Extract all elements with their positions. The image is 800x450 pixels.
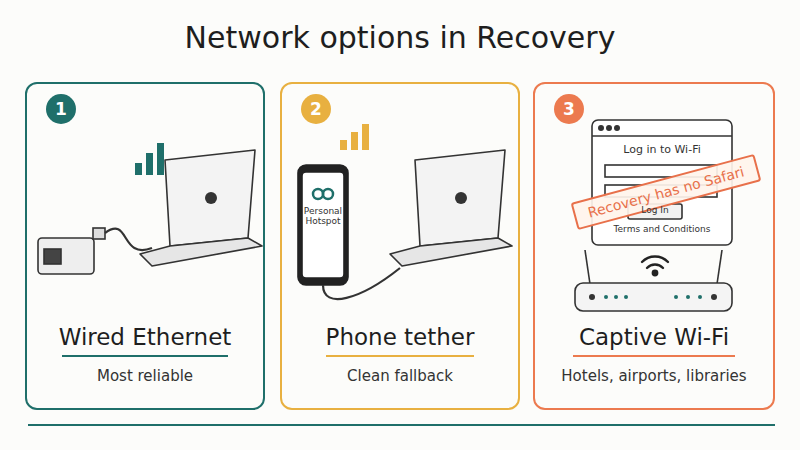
option-panel: Captive Wi-FiHotels, airports, libraries… — [533, 82, 775, 410]
link-label: Terms and Conditions — [592, 224, 732, 234]
signal-bars — [340, 124, 369, 150]
ethernet-adapter-part — [93, 228, 105, 239]
wifi-symbol-part — [653, 271, 657, 275]
router-part — [711, 294, 717, 300]
warning-stamp: Recovery has no Safari — [571, 154, 762, 230]
signal-bars-part — [146, 153, 153, 175]
ethernet-adapter-part — [44, 249, 61, 264]
callout-number: 2 — [310, 99, 322, 119]
laptop-part — [205, 192, 217, 204]
login-window-part — [592, 135, 732, 137]
phone-part — [313, 189, 323, 199]
callout-number: 3 — [563, 99, 575, 119]
router-part — [717, 250, 722, 284]
wifi-symbol — [642, 256, 668, 275]
phone-part — [323, 189, 333, 199]
wifi-symbol-part — [642, 256, 668, 262]
ethernet-adapter — [38, 228, 105, 274]
router-part — [585, 250, 590, 284]
router-part — [698, 295, 702, 299]
option-panel: Wired EthernetMost reliable 1 — [25, 82, 265, 410]
option-title: Captive Wi-Fi — [535, 324, 773, 350]
router-part — [589, 294, 595, 300]
title-underline — [62, 355, 735, 357]
option-title: Wired Ethernet — [27, 324, 263, 350]
phone-part — [298, 165, 348, 285]
wifi-symbol-part — [647, 265, 663, 268]
step-badge: 2 — [301, 94, 331, 124]
title-underline-part — [62, 355, 228, 357]
signal-bars-part — [351, 132, 358, 150]
laptop-part — [455, 192, 467, 204]
cable — [323, 268, 400, 299]
router-part — [614, 295, 618, 299]
screen-label: Personal Hotspot — [302, 206, 344, 226]
diagram-title: Network options in Recovery — [0, 20, 800, 55]
signal-bars — [135, 143, 164, 175]
title-underline-part — [573, 355, 735, 357]
router-part — [674, 295, 678, 299]
laptop-part — [415, 150, 505, 246]
callout-number: 1 — [55, 99, 67, 119]
phone — [298, 165, 348, 285]
login-window-part — [599, 126, 603, 130]
cable — [105, 229, 152, 250]
router-part — [575, 283, 732, 311]
laptop — [390, 150, 512, 266]
signal-bars-part — [362, 124, 369, 150]
router — [575, 250, 732, 311]
router-part — [604, 295, 608, 299]
laptop-part — [165, 150, 255, 246]
signal-bars-part — [340, 140, 347, 150]
option-panel: Phone tetherClean fallback 2 — [280, 82, 520, 410]
router-part — [686, 295, 690, 299]
laptop-part — [140, 238, 262, 266]
phone-part — [302, 172, 344, 278]
ethernet-adapter-part — [38, 238, 94, 274]
button-label: Log In — [620, 205, 690, 215]
title-underline-part — [326, 355, 474, 357]
laptop-part — [390, 238, 512, 266]
signal-bars-part — [157, 143, 164, 175]
login-window-part — [607, 126, 611, 130]
window-heading: Log in to Wi-Fi — [597, 143, 727, 156]
step-badge: 1 — [46, 94, 76, 124]
signal-bars-part — [135, 163, 142, 175]
footer-rule — [28, 424, 775, 426]
step-badge: 3 — [554, 94, 584, 124]
option-subtitle: Hotels, airports, libraries — [535, 367, 773, 385]
option-subtitle: Clean fallback — [282, 367, 518, 385]
router-part — [624, 295, 628, 299]
option-subtitle: Most reliable — [27, 367, 263, 385]
login-window-part — [615, 126, 619, 130]
laptop — [140, 150, 262, 266]
option-title: Phone tether — [282, 324, 518, 350]
